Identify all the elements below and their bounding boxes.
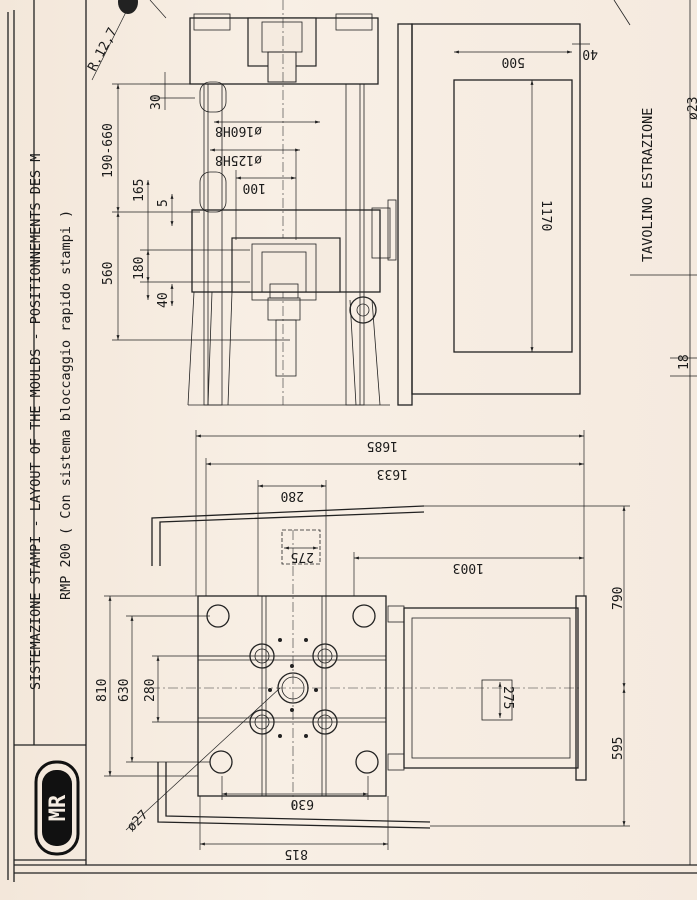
front-view	[150, 505, 587, 829]
dim-1170: 1170	[538, 200, 553, 231]
dim-1633: 1633	[377, 466, 408, 481]
side-view-dimensions: R.12,7 30 190-660 ø160H8 ø125H8 100 165 …	[85, 0, 697, 377]
dim-1685: 1685	[367, 438, 398, 453]
dim-275-top: 275	[291, 549, 314, 564]
title-line-1: SISTEMAZIONE STAMPI - LAYOUT OF THE MOUL…	[28, 154, 44, 690]
corner-dim: ø23	[686, 97, 697, 120]
mr-logo: MR	[34, 760, 80, 856]
logo-text: MR	[46, 794, 71, 821]
tavolino-label: TAVOLINO ESTRAZIONE	[640, 108, 656, 262]
front-view-dimensions: 1685 1633 280 275 1003 790 595 810	[95, 430, 630, 861]
dim-810: 810	[95, 679, 110, 702]
dim-595: 595	[611, 737, 626, 760]
dim-30: 30	[149, 94, 164, 110]
dim-180: 180	[132, 257, 147, 280]
dim-630-bottom: 630	[291, 796, 314, 811]
dim-18: 18	[677, 354, 692, 370]
dim-280-left: 280	[143, 679, 158, 702]
dim-500: 500	[502, 54, 525, 69]
dim-40: 40	[156, 292, 171, 308]
title-line-2: RMP 200 ( Con sistema bloccaggio rapido …	[58, 210, 74, 600]
side-view	[187, 0, 581, 406]
dim-190-660: 190-660	[101, 123, 116, 178]
dim-275-right: 275	[500, 686, 515, 709]
dim-560: 560	[101, 262, 116, 285]
dim-40b: 40	[582, 46, 598, 61]
dim-630-left: 630	[117, 679, 132, 702]
dim-125h8: ø125H8	[215, 152, 262, 167]
dim-280-top: 280	[281, 488, 304, 503]
dim-radius: R.12,7	[85, 25, 120, 74]
dim-790: 790	[611, 587, 626, 610]
dim-160h8: ø160H8	[215, 123, 262, 138]
dim-165: 165	[132, 179, 147, 202]
dim-1003: 1003	[453, 560, 484, 575]
dim-27: ø27	[124, 808, 151, 835]
dim-5: 5	[156, 199, 171, 207]
dim-815: 815	[285, 846, 308, 861]
sheet-border	[7, 0, 697, 882]
dim-100: 100	[243, 180, 266, 195]
